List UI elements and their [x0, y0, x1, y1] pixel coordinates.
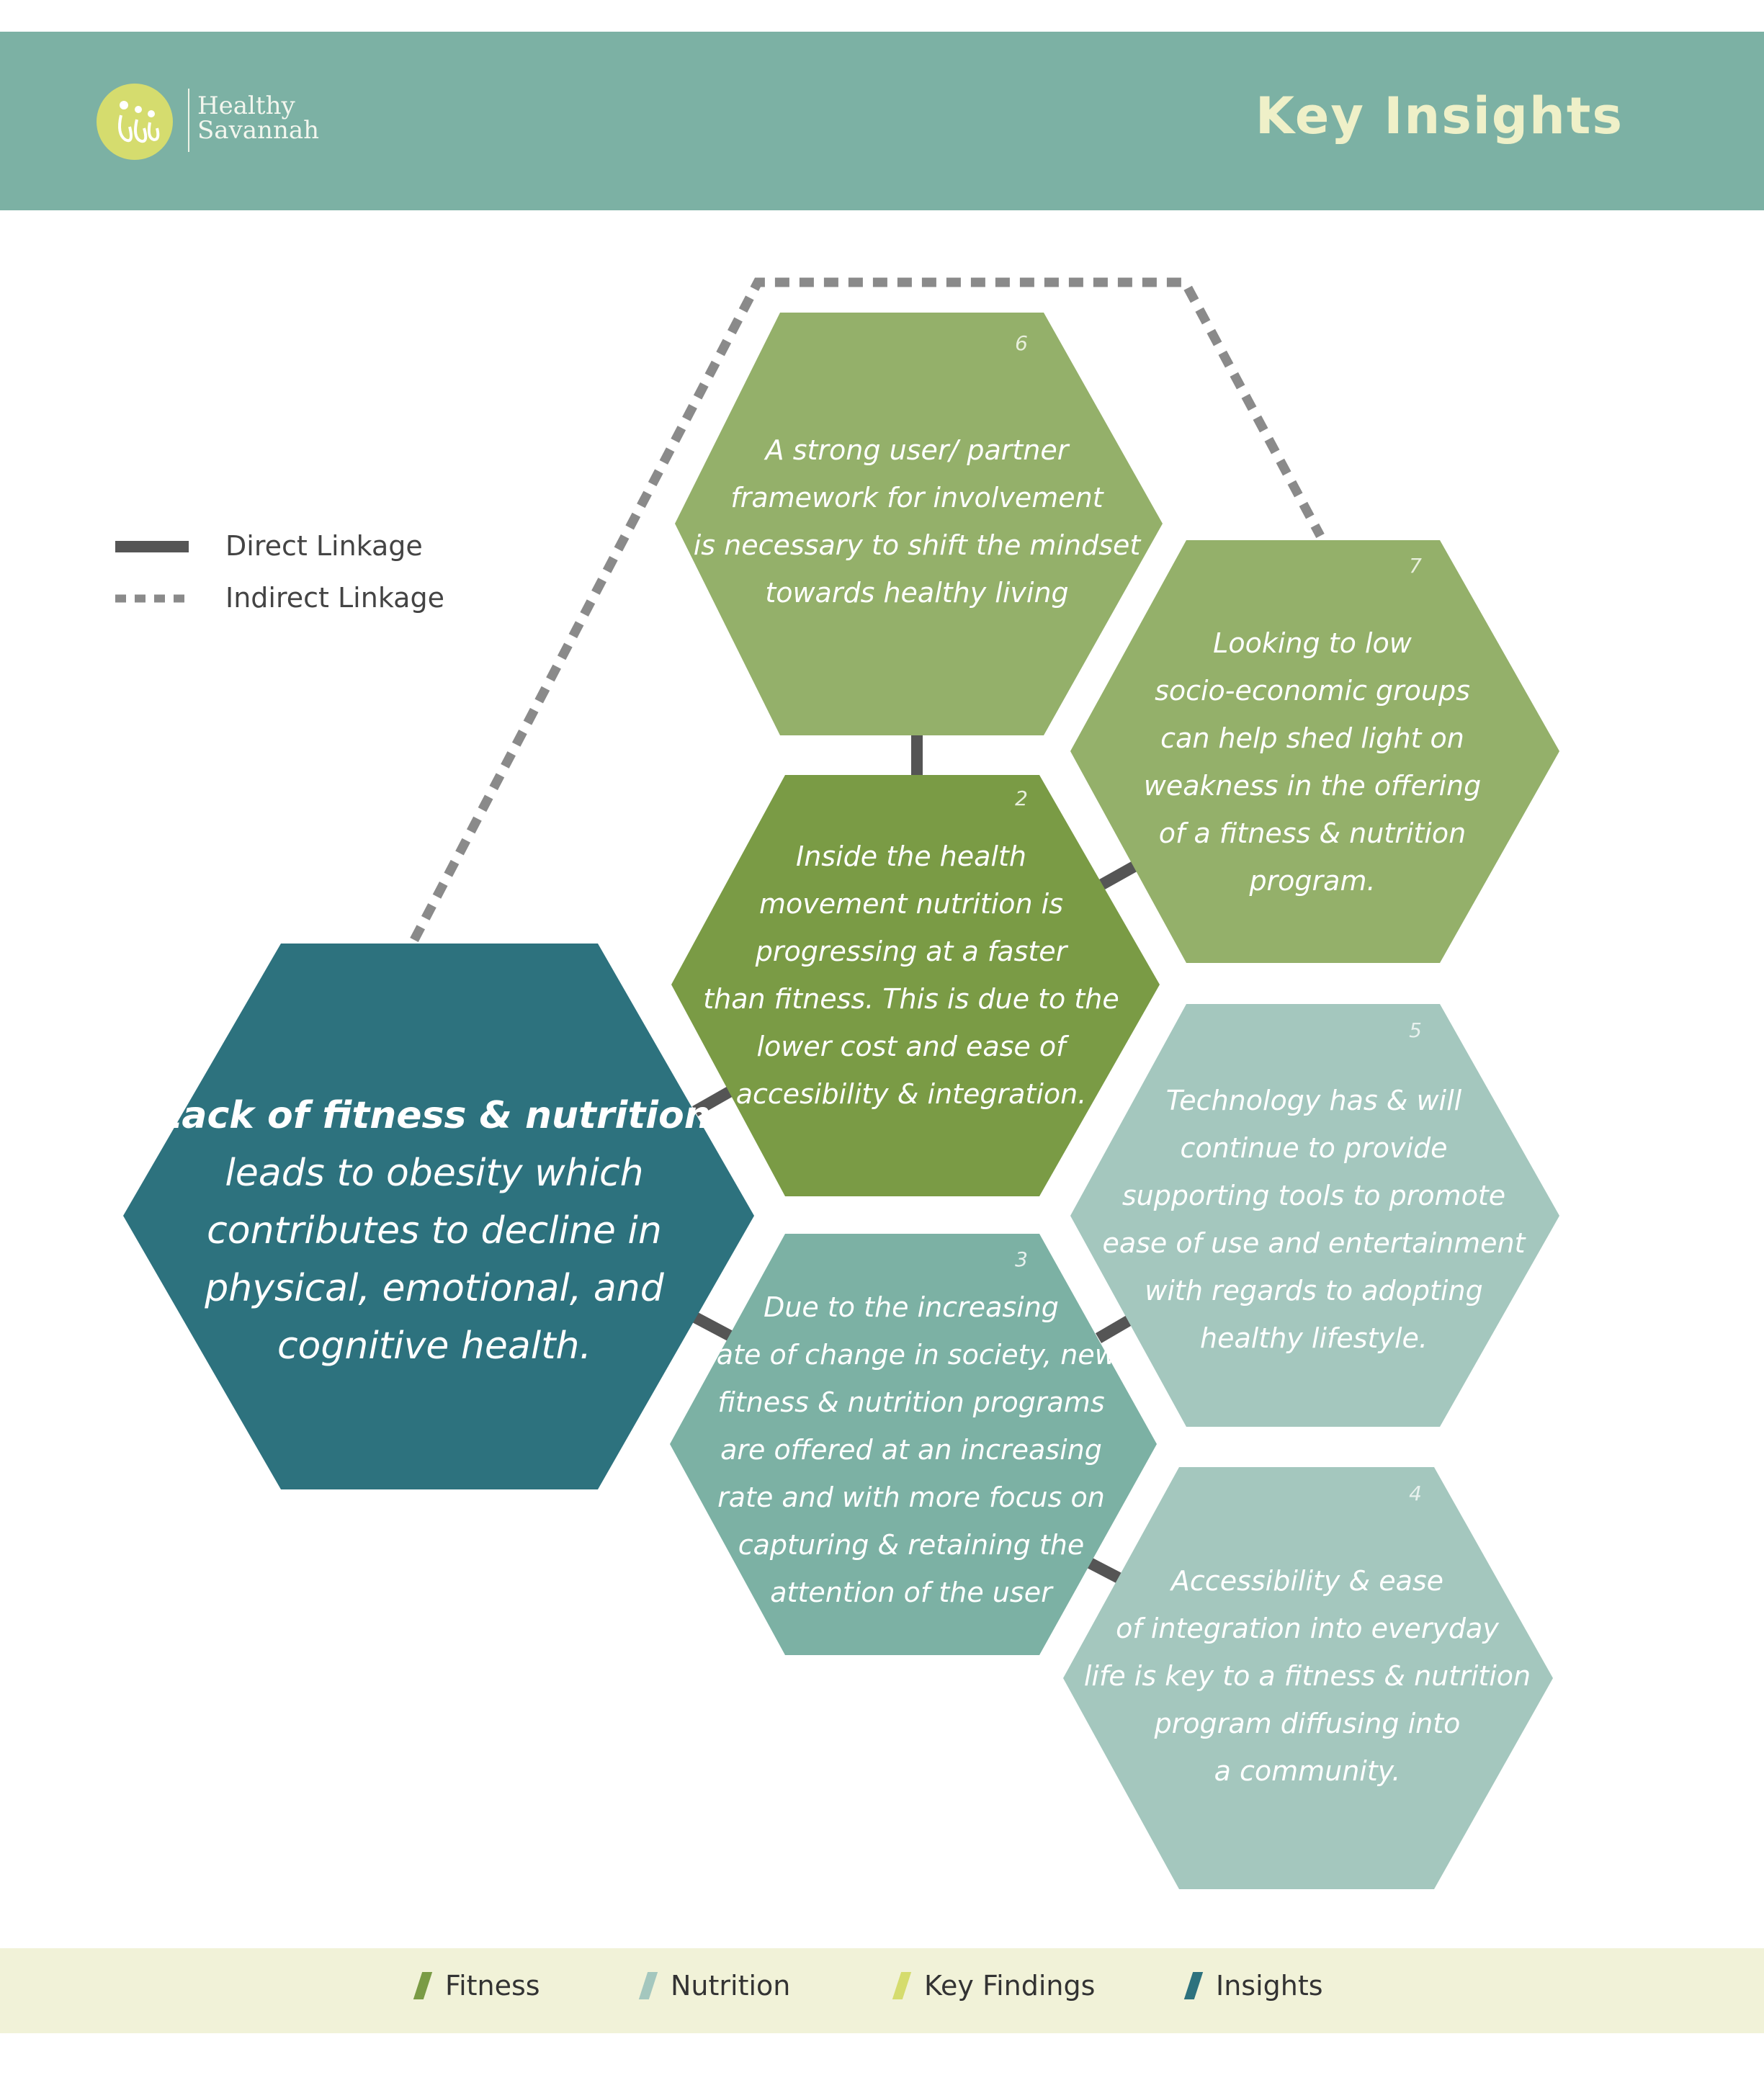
main-line-1: leads to obesity which — [225, 1152, 643, 1195]
indirect-linkage-line — [410, 277, 1325, 943]
hex-3-line-2: rate of change in society, new — [705, 1339, 1118, 1371]
hex-2-line-2: movement nutrition is — [759, 888, 1063, 920]
hex-6-text: A strong user/ partner framework for inv… — [694, 434, 1142, 609]
hex-3-line-3: fitness & nutrition programs — [717, 1386, 1104, 1418]
hex-5 — [1070, 1004, 1559, 1427]
hex-4-line-4: program diffusing into — [1154, 1708, 1461, 1739]
hex-4-line-2: of integration into everyday — [1116, 1613, 1499, 1644]
hex-5-line-1: Technology has & will — [1166, 1085, 1462, 1116]
hex-6-line-3: is necessary to shift the mindset — [694, 529, 1142, 561]
hex-2-line-4: than fitness. This is due to the — [703, 983, 1119, 1015]
hex-7-number: 7 — [1409, 554, 1422, 578]
main-bold-line: Lack of fitness & nutrition — [158, 1094, 711, 1137]
hex-2-number: 2 — [1015, 786, 1028, 810]
hex-3 — [670, 1234, 1157, 1655]
direct-connectors — [692, 735, 1141, 1587]
hex-7-line-2: socio-economic groups — [1155, 675, 1470, 707]
main-line-2: contributes to decline in — [207, 1209, 662, 1252]
category-nutrition: Nutrition — [638, 1970, 791, 2002]
hex-main-text: Lack of fitness & nutrition leads to obe… — [158, 1094, 711, 1368]
main-line-4: cognitive health. — [277, 1325, 591, 1368]
hex-6-line-1: A strong user/ partner — [764, 434, 1070, 466]
hex-4 — [1063, 1467, 1553, 1889]
hex-7-line-6: program. — [1248, 865, 1375, 897]
category-nutrition-label: Nutrition — [671, 1970, 791, 2002]
header-bar — [0, 32, 1764, 210]
hex-2-line-6: accesibility & integration. — [736, 1078, 1087, 1110]
hex-3-line-1: Due to the increasing — [764, 1291, 1059, 1323]
hex-5-line-5: with regards to adopting — [1145, 1275, 1482, 1307]
main-line-3: physical, emotional, and — [204, 1267, 665, 1310]
category-fitness: Fitness — [413, 1970, 540, 2002]
hex-5-text: Technology has & will continue to provid… — [1102, 1085, 1526, 1354]
hex-6-number: 6 — [1015, 331, 1028, 355]
legend-direct-label: Direct Linkage — [225, 530, 423, 562]
connector-3-5 — [1095, 1313, 1137, 1343]
connector-main-3 — [692, 1312, 735, 1343]
hex-4-number: 4 — [1409, 1482, 1422, 1505]
connector-2-7 — [1099, 859, 1141, 889]
hex-3-number: 3 — [1015, 1247, 1028, 1271]
page-title: Key Insights — [1255, 86, 1624, 145]
hex-5-line-2: continue to provide — [1180, 1132, 1447, 1164]
hex-7-line-3: can help shed light on — [1160, 722, 1464, 754]
hex-6 — [675, 313, 1163, 735]
category-insights-label: Insights — [1216, 1970, 1323, 2002]
hex-3-line-6: capturing & retaining the — [738, 1529, 1085, 1561]
logo-line-1: Healthy — [197, 91, 295, 120]
hex-5-line-3: supporting tools to promote — [1122, 1180, 1505, 1211]
hex-main-insight — [123, 944, 754, 1489]
hex-7 — [1070, 540, 1559, 963]
hex-7-line-1: Looking to low — [1213, 627, 1412, 659]
healthy-savannah-logo-icon — [97, 84, 173, 160]
hex-2-line-1: Inside the health — [796, 841, 1026, 872]
hex-4-line-5: a community. — [1214, 1755, 1401, 1787]
hex-5-line-6: healthy lifestyle. — [1200, 1322, 1428, 1354]
hex-2-line-3: progressing at a faster — [755, 936, 1069, 967]
hex-4-text: Accessibility & ease of integration into… — [1084, 1565, 1531, 1787]
hex-2-line-5: lower cost and ease of — [756, 1031, 1070, 1062]
logo-figures-icon — [118, 101, 160, 143]
connector-main-2 — [692, 1085, 735, 1116]
hex-7-line-5: of a fitness & nutrition — [1159, 817, 1466, 849]
logo-divider — [188, 89, 189, 152]
category-insights: Insights — [1183, 1970, 1323, 2002]
hex-5-line-4: ease of use and entertainment — [1102, 1227, 1526, 1259]
hex-2-text: Inside the health movement nutrition is … — [703, 841, 1119, 1110]
hex-7-line-4: weakness in the offering — [1144, 770, 1482, 802]
hex-6-line-2: framework for involvement — [730, 482, 1104, 514]
category-key-findings: Key Findings — [892, 1970, 1096, 2002]
category-fitness-label: Fitness — [445, 1970, 540, 2002]
footer-category-key — [0, 1948, 1764, 2033]
legend-indirect-label: Indirect Linkage — [225, 582, 444, 614]
hex-4-line-3: life is key to a fitness & nutrition — [1084, 1660, 1531, 1692]
hex-4-line-1: Accessibility & ease — [1169, 1565, 1443, 1597]
hex-3-line-7: attention of the user — [770, 1577, 1054, 1608]
hex-7-text: Looking to low socio-economic groups can… — [1144, 627, 1482, 897]
hex-3-line-4: are offered at an increasing — [720, 1434, 1102, 1466]
logo-wordmark: Healthy Savannah — [197, 94, 319, 143]
hex-5-number: 5 — [1409, 1018, 1422, 1042]
category-key-findings-label: Key Findings — [924, 1970, 1096, 2002]
hex-6-line-4: towards healthy living — [765, 577, 1068, 609]
hex-3-text: Due to the increasing rate of change in … — [705, 1291, 1118, 1608]
hex-2 — [671, 775, 1160, 1196]
hex-3-line-5: rate and with more focus on — [717, 1482, 1105, 1513]
logo-line-2: Savannah — [197, 116, 320, 145]
